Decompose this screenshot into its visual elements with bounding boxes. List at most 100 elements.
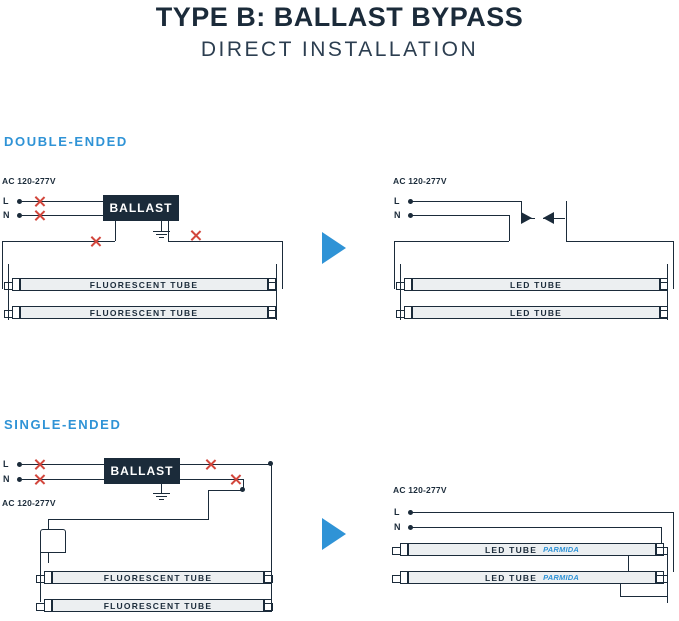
page-subtitle: DIRECT INSTALLATION: [200, 38, 479, 61]
tube-pin: [659, 310, 668, 311]
voltage-label: AC 120-277V: [393, 176, 447, 186]
neutral-label: N: [3, 474, 10, 484]
tube-end-cap: [268, 278, 276, 291]
tube-end-cap: [656, 571, 664, 584]
tube-pin-link: [396, 310, 397, 318]
wire-line: [566, 241, 674, 242]
tube-pin: [263, 575, 272, 576]
tube-pin: [4, 317, 13, 318]
brand-logo: PARMIDA: [543, 573, 579, 582]
tube-end-cap: [44, 571, 52, 584]
tube-pin-link: [667, 310, 668, 318]
tube-pin-link: [276, 310, 277, 318]
tube-pin: [267, 310, 276, 311]
wire-line: [22, 464, 104, 465]
wire-neutral: [628, 547, 629, 572]
wire-neutral: [412, 527, 662, 528]
terminal-dot: [408, 199, 413, 204]
wire-line: [543, 218, 565, 219]
wire-ground: [161, 221, 162, 231]
wire-ballast-out: [271, 464, 272, 576]
tube-body: FLUORESCENT TUBE: [52, 571, 264, 584]
wire-neutral: [412, 215, 509, 216]
tube-pin-link: [4, 310, 5, 318]
wire-line: [673, 512, 674, 572]
voltage-label: AC 120-277V: [2, 176, 56, 186]
tube-pin: [659, 317, 668, 318]
tube-body: FLUORESCENT TUBE: [20, 278, 268, 291]
red-x-icon: [188, 229, 201, 242]
section-label-single-ended: SINGLE-ENDED: [4, 417, 122, 432]
red-x-icon: [88, 235, 101, 248]
wire-tube-feed: [620, 583, 621, 596]
terminal-dot: [408, 213, 413, 218]
tube-pin: [267, 317, 276, 318]
terminal-dot: [408, 525, 413, 530]
tube-pin-link: [276, 282, 277, 290]
wire-neutral: [394, 241, 395, 289]
wire-line: [22, 201, 103, 202]
right-arrow-icon: [322, 518, 346, 550]
wire-line: [412, 201, 521, 202]
wire-line: [521, 201, 522, 218]
tube-pin: [4, 289, 13, 290]
tube-body: LED TUBE: [412, 278, 660, 291]
line-label: L: [394, 507, 400, 517]
tube-pin: [396, 317, 405, 318]
wire-neutral: [22, 215, 103, 216]
tube-pin-link: [392, 575, 393, 583]
neutral-label: N: [394, 522, 401, 532]
tube-end-cap: [40, 529, 66, 553]
wire-line: [566, 201, 567, 218]
tube-pin: [655, 554, 668, 555]
brand-logo: PARMIDA: [543, 545, 579, 554]
wire-line: [673, 241, 674, 289]
tube-pin: [36, 575, 45, 576]
tube-pin: [392, 575, 401, 576]
tube-pin: [396, 282, 405, 283]
wire-neutral: [394, 241, 509, 242]
section-label-double-ended: DOUBLE-ENDED: [4, 134, 128, 149]
wire-neutral: [22, 479, 104, 480]
connector-icon: [521, 212, 532, 224]
tube-end-cap: [656, 543, 664, 556]
tube-pin-link: [36, 575, 37, 583]
tube-pin-link: [4, 282, 5, 290]
wire-ground: [161, 484, 162, 493]
wire-ballast-out: [208, 490, 244, 491]
terminal-dot: [408, 510, 413, 515]
wire-tube-feed: [8, 264, 9, 320]
wire-ballast-out: [168, 241, 282, 242]
tube-pin-link: [396, 282, 397, 290]
line-label: L: [3, 459, 9, 469]
red-x-icon: [32, 195, 45, 208]
wire-ballast-out: [243, 479, 244, 490]
right-arrow-icon: [322, 232, 346, 264]
wire-line: [412, 512, 674, 513]
tube-pin: [263, 610, 272, 611]
tube-body: LED TUBE PARMIDA: [408, 543, 656, 556]
tube-pin: [392, 582, 401, 583]
red-x-icon: [203, 458, 216, 471]
wire-ballast-out: [208, 490, 209, 519]
wire-tube-feed: [667, 264, 668, 320]
ballast-box: BALLAST: [104, 458, 180, 484]
tube-pin: [267, 289, 276, 290]
tube-body: LED TUBE: [412, 306, 660, 319]
tube-pin-link: [392, 547, 393, 555]
red-x-icon: [32, 458, 45, 471]
wire-ballast-out: [180, 464, 272, 465]
tube-pin: [392, 547, 401, 548]
wire-ballast-out: [115, 221, 116, 241]
wire-tube-feed: [40, 546, 41, 602]
tube-pin: [655, 575, 668, 576]
voltage-label: AC 120-277V: [2, 498, 56, 508]
wire-neutral: [661, 527, 662, 547]
tube-body: FLUORESCENT TUBE: [52, 599, 264, 612]
tube-pin-link: [272, 575, 273, 583]
wire-ballast-out: [180, 479, 243, 480]
tube-pin: [36, 603, 45, 604]
tube-pin: [267, 282, 276, 283]
tube-body: LED TUBE PARMIDA: [408, 571, 656, 584]
tube-pin: [263, 603, 272, 604]
